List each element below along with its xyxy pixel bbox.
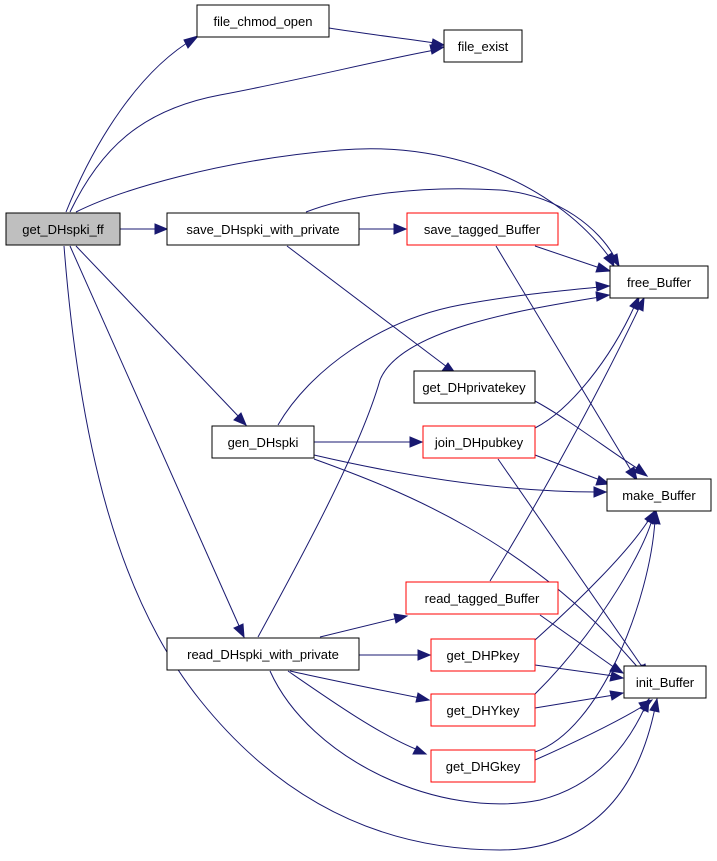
node-get_dhspki_ff[interactable]: get_DHspki_ff [5,212,121,246]
node-save_tagged_buffer[interactable]: save_tagged_Buffer [406,212,559,246]
edge-get_dhgkey-to-init_buffer [534,699,654,761]
node-join_dhpubkey[interactable]: join_DHpubkey [422,425,536,459]
node-get_dhprivatekey[interactable]: get_DHprivatekey [413,370,536,404]
edge-save_dhspki_with_private-to-save_tagged_buffer [359,223,408,235]
edge-get_dhspki_ff-to-read_dhspki_with_private [69,245,245,639]
node-label: free_Buffer [627,275,692,290]
node-label: get_DHspki_ff [22,222,104,237]
edge-gen_dhspki-to-join_dhpubkey [314,436,424,448]
node-label: get_DHprivatekey [422,380,526,395]
edge-read_dhspki_with_private-to-get_dhykey [289,670,431,703]
node-save_dhspki_with_private[interactable]: save_DHspki_with_private [166,212,360,246]
edge-read_dhspki_with_private-to-free_buffer [257,291,611,638]
node-label: read_DHspki_with_private [187,647,339,662]
node-label: save_tagged_Buffer [424,222,541,237]
edge-get_dhykey-to-init_buffer [534,690,625,709]
edge-gen_dhspki-to-make_buffer [313,454,608,498]
node-init_buffer[interactable]: init_Buffer [623,665,707,699]
node-file_chmod_open[interactable]: file_chmod_open [196,4,330,38]
edge-get_dhpkey-to-make_buffer [534,509,656,641]
edge-gen_dhspki-to-free_buffer [277,281,611,426]
edge-join_dhpubkey-to-make_buffer [534,454,611,486]
edge-read_dhspki_with_private-to-init_buffer [269,670,650,805]
edge-save_tagged_buffer-to-free_buffer [534,245,612,273]
node-get_dhykey[interactable]: get_DHYkey [430,693,536,727]
node-read_tagged_buffer[interactable]: read_tagged_Buffer [405,581,559,615]
node-label: join_DHpubkey [434,435,524,450]
edge-save_dhspki_with_private-to-free_buffer [305,188,620,268]
edge-read_dhspki_with_private-to-get_dhgkey [287,670,428,755]
edge-get_dhspki_ff-to-gen_dhspki [75,245,247,426]
edge-get_dhspki_ff-to-save_dhspki_with_private [120,223,169,235]
node-get_dhpkey[interactable]: get_DHPkey [430,638,536,672]
edge-save_dhspki_with_private-to-get_dhprivatekey [286,245,457,374]
node-label: get_DHYkey [447,703,520,718]
node-label: file_exist [458,39,509,54]
node-file_exist[interactable]: file_exist [443,29,523,63]
node-gen_dhspki[interactable]: gen_DHspki [211,425,315,459]
edge-join_dhpubkey-to-free_buffer [534,295,640,429]
node-label: make_Buffer [622,488,696,503]
edge-get_dhspki_ff-to-free_buffer [75,148,615,268]
node-label: get_DHPkey [447,648,520,663]
edge-read_dhspki_with_private-to-read_tagged_buffer [319,613,409,638]
edge-get_dhprivatekey-to-make_buffer [534,400,649,477]
edge-read_tagged_buffer-to-free_buffer [489,296,645,582]
node-label: save_DHspki_with_private [186,222,339,237]
node-read_dhspki_with_private[interactable]: read_DHspki_with_private [166,637,360,671]
node-label: get_DHGkey [446,759,521,774]
node-make_buffer[interactable]: make_Buffer [606,478,712,512]
node-label: read_tagged_Buffer [425,591,540,606]
edge-save_tagged_buffer-to-make_buffer [495,245,638,482]
edge-get_dhspki_ff-to-file_chmod_open [65,35,200,213]
node-free_buffer[interactable]: free_Buffer [609,265,709,299]
edge-get_dhgkey-to-make_buffer [534,509,661,753]
node-label: gen_DHspki [228,435,299,450]
node-label: init_Buffer [636,675,695,690]
edge-get_dhspki_ff-to-file_exist [69,44,446,213]
edge-read_dhspki_with_private-to-get_dhpkey [359,649,432,661]
edge-get_dhpkey-to-init_buffer [534,664,625,682]
edge-file_chmod_open-to-file_exist [328,27,446,49]
edge-get_dhspki_ff-to-init_buffer [63,245,660,851]
node-get_dhgkey[interactable]: get_DHGkey [430,749,536,783]
node-label: file_chmod_open [213,14,312,29]
